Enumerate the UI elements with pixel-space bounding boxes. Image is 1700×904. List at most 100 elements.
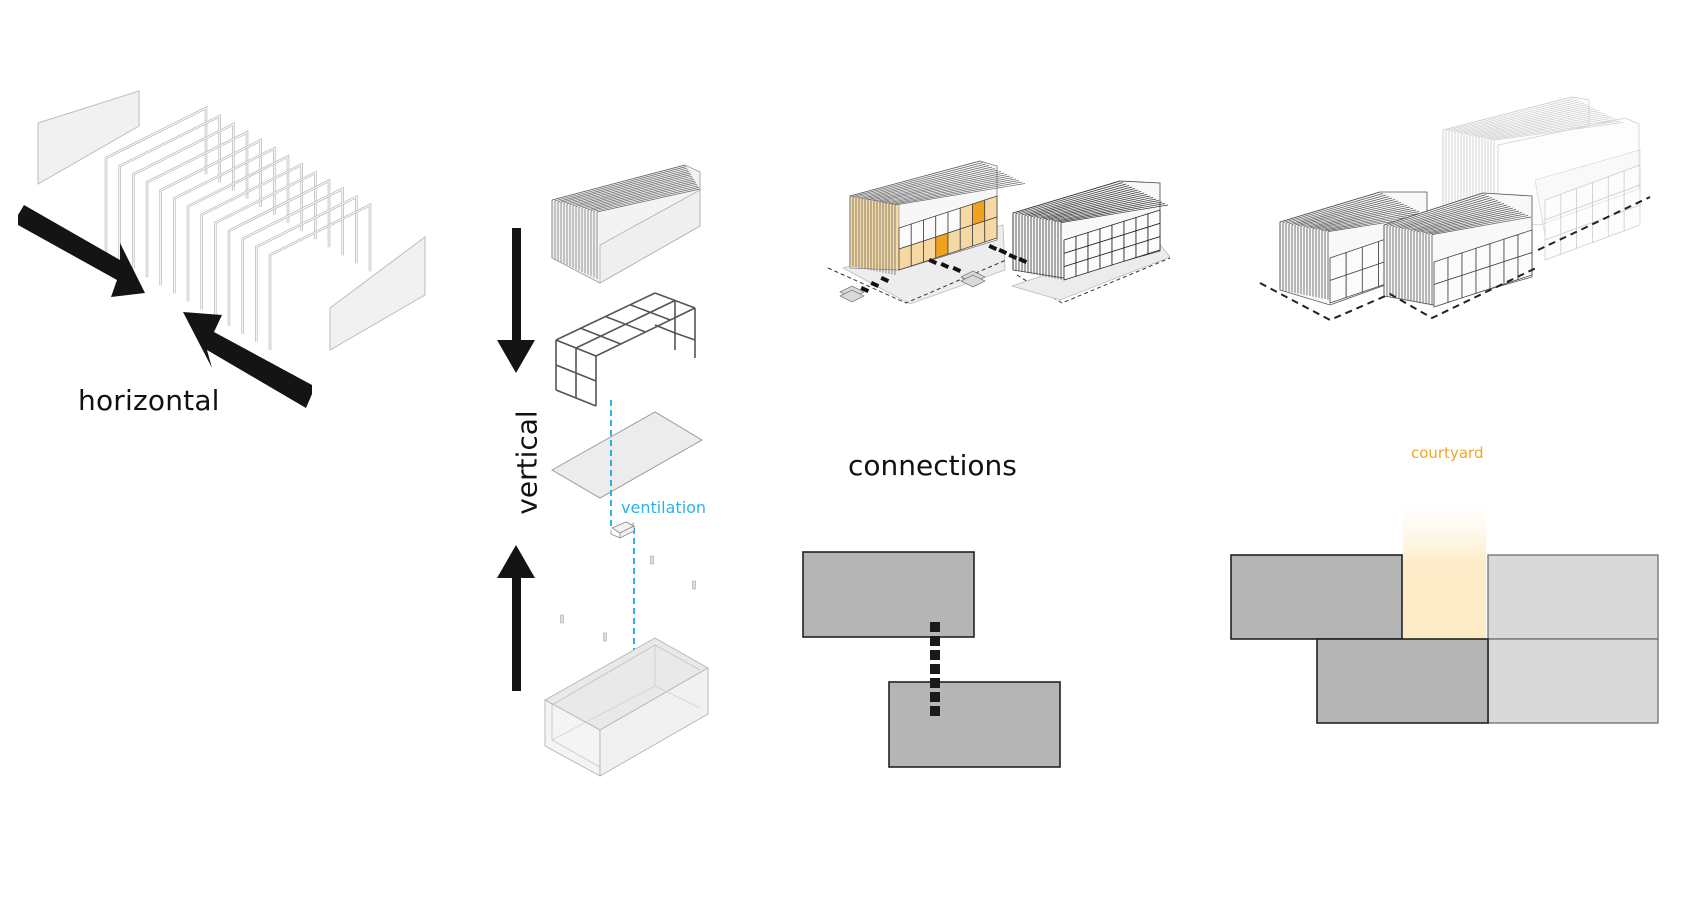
- portal-frame-inner: [255, 196, 357, 342]
- window-pane: [923, 236, 937, 263]
- roof-rib: [1451, 101, 1582, 133]
- roof-rib: [1282, 193, 1384, 223]
- roof-rib: [1419, 210, 1520, 233]
- roof-rib: [1472, 111, 1603, 137]
- module-plan-bottom-left: [1316, 638, 1489, 724]
- walkway-dash: [860, 286, 870, 294]
- vertical-panel: [497, 164, 709, 777]
- walkway-square: [930, 706, 940, 716]
- roof-rib: [873, 172, 1005, 202]
- roof-rib: [1383, 192, 1484, 226]
- roof-rib: [1312, 208, 1414, 229]
- roof-rib: [1454, 102, 1585, 133]
- roof-rib: [1422, 212, 1523, 234]
- window-pane: [1147, 236, 1161, 255]
- roof-rib: [888, 180, 1020, 205]
- roof-rib: [1404, 203, 1505, 230]
- roof-rib: [855, 163, 987, 198]
- roof-rib: [1303, 203, 1405, 228]
- module-plan-top-right: [1487, 554, 1659, 640]
- frame-rail: [555, 389, 597, 407]
- portal-frame-inner: [242, 188, 344, 334]
- roof-rib: [1448, 99, 1579, 132]
- roof-rib: [1294, 199, 1396, 226]
- roof-rib: [1039, 194, 1148, 219]
- roof-rib: [1291, 197, 1393, 225]
- arrow-left-icon: [183, 312, 312, 408]
- foundation-pin: [560, 614, 564, 624]
- portal-frame-inner: [187, 155, 289, 302]
- window-pane: [1560, 207, 1578, 235]
- module-ghost-right: [1534, 149, 1641, 261]
- roof-rib: [1410, 206, 1511, 231]
- foundation-pin: [603, 632, 607, 642]
- roof-rib: [870, 171, 1002, 201]
- portal-frame-inner: [269, 204, 371, 350]
- module-ghost-rear: [1442, 96, 1640, 226]
- walkway-square: [930, 650, 940, 660]
- window-pane: [1517, 251, 1533, 281]
- roof-rib: [1054, 201, 1163, 222]
- roof-rib: [861, 166, 993, 199]
- walkway-dash: [1008, 253, 1018, 261]
- walkway-dash: [880, 276, 890, 284]
- arrow-right-icon: [18, 205, 145, 297]
- horizontal-panel: [18, 90, 426, 408]
- roof-rib: [1300, 202, 1402, 227]
- roof-rib: [1463, 107, 1594, 135]
- roof-rib: [1060, 204, 1169, 223]
- roof-rib: [1445, 98, 1576, 131]
- ventilation-unit: [610, 521, 635, 539]
- roof-rib: [1481, 116, 1612, 139]
- roof-rib: [1018, 183, 1127, 215]
- courtyard-axonometric: [1259, 96, 1651, 322]
- end-wall-left: [37, 90, 140, 185]
- roof-rib: [1469, 110, 1600, 136]
- roof-rib: [867, 169, 999, 200]
- window-pane: [1544, 213, 1562, 241]
- portal-frame-inner: [146, 131, 248, 278]
- rib-roof: [572, 175, 693, 206]
- window-pane: [1607, 170, 1625, 198]
- entry-steps: [839, 270, 986, 303]
- label-vertical: vertical: [510, 410, 544, 515]
- portal-frame-inner: [228, 179, 330, 326]
- roof-rib: [1285, 194, 1387, 224]
- window-pane: [1560, 187, 1578, 215]
- window-pane: [1475, 265, 1491, 294]
- walkway-square: [930, 622, 940, 632]
- window-pane: [984, 216, 998, 243]
- roof-rib: [1389, 195, 1490, 227]
- frame-purlin: [595, 307, 696, 357]
- rib-roof: [569, 174, 692, 206]
- roof-rib: [852, 162, 984, 197]
- window-pane: [1544, 233, 1562, 261]
- walkway-dash: [998, 247, 1008, 256]
- walkway-dashes: [930, 622, 940, 716]
- window-pane: [1560, 227, 1578, 255]
- walkway-dash: [870, 280, 880, 289]
- window-pane: [1623, 164, 1641, 192]
- label-connections: connections: [848, 449, 1017, 482]
- window-pane: [910, 240, 924, 267]
- roof-rib: [1460, 105, 1591, 134]
- connections-axonometric: [827, 160, 1171, 305]
- rib-roof: [590, 185, 699, 211]
- roof-rib: [1484, 117, 1615, 139]
- roof-rib: [1036, 192, 1145, 219]
- roof-rib: [1493, 122, 1624, 141]
- module-plan-bottom-right: [1487, 638, 1659, 724]
- roof-rib: [1321, 212, 1423, 231]
- site-boundary-dashed: [1259, 267, 1537, 322]
- roof-rib: [858, 165, 990, 199]
- rib-roof: [554, 166, 687, 202]
- roof-rib: [1392, 197, 1493, 228]
- module-a: [849, 160, 1026, 275]
- roof-rib: [1386, 194, 1487, 226]
- site-boundary-dashed: [1537, 196, 1651, 251]
- roof-rib: [882, 177, 1014, 203]
- portal-frame-inner: [132, 123, 234, 270]
- rib-roof: [566, 172, 691, 205]
- walkway-dash: [928, 258, 938, 266]
